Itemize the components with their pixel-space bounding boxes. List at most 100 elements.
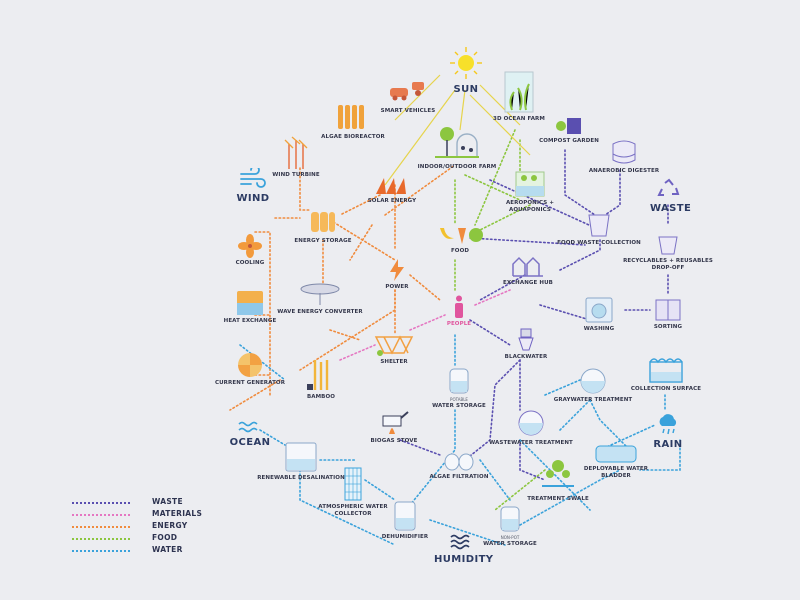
graywater-treatment-node: GRAYWATER TREATMENT (548, 367, 638, 404)
recyclables-node: RECYCLABLES + REUSABLES DROP-OFF (623, 234, 713, 271)
solar-energy-node: SOLAR ENERGY (347, 172, 437, 205)
legend-label-food: FOOD (152, 533, 178, 542)
compost-icon (556, 118, 581, 134)
ocean-label: OCEAN (229, 437, 271, 448)
sun-links (384, 74, 531, 186)
people-label: PEOPLE (446, 321, 472, 327)
cooling-node: COOLING (205, 234, 295, 267)
ocean-hub: OCEAN (228, 420, 272, 448)
algae-filtration-node: ALGAE FILTRATION (414, 452, 504, 481)
water-bladder-node: DEPLOYABLE WATER BLADDER (571, 444, 661, 479)
waste-links (399, 149, 669, 481)
water-storage-potable-label: WATER STORAGE (432, 403, 486, 409)
legend-swatch-materials (72, 514, 130, 516)
legend-swatch-waste (72, 502, 130, 504)
collection-surface-icon (649, 358, 683, 383)
wave-energy-converter-label: WAVE ENERGY CONVERTER (277, 309, 363, 315)
treatment-swale-label: TREATMENT SWALE (527, 496, 589, 502)
water-storage-nonpot-label: WATER STORAGE (483, 541, 537, 547)
filtration-icon (444, 453, 474, 471)
wind-hub: WIND (233, 168, 273, 204)
biogas-stove-label: BIOGAS STOVE (370, 438, 418, 444)
legend-swatch-water (72, 550, 130, 552)
water-links (239, 334, 681, 546)
solar-panel-icon (376, 178, 406, 194)
toilet-icon (518, 328, 534, 351)
person-icon (455, 295, 463, 318)
graywater-treatment-label: GRAYWATER TREATMENT (553, 397, 633, 403)
washing-node: WASHING (554, 296, 644, 333)
bamboo-label: BAMBOO (306, 394, 336, 400)
water-storage-potable-node: POTABLE WATER STORAGE (414, 367, 504, 410)
wave-converter-icon (300, 283, 340, 305)
blackwater-label: BLACKWATER (504, 354, 548, 360)
power-label: POWER (385, 284, 409, 290)
wind-label: WIND (236, 193, 270, 204)
washing-icon (585, 297, 613, 323)
food-waste-collection-label: FOOD WASTE COLLECTION (557, 240, 641, 246)
wastewater-tank-icon (518, 410, 544, 436)
shelter-node: SHELTER (349, 333, 439, 366)
waste-label: WASTE (650, 203, 692, 214)
sorting-node: SORTING (623, 296, 713, 331)
humidity-hub: HUMIDITY (434, 533, 493, 565)
farm-icon (435, 127, 479, 158)
stove-icon (382, 411, 409, 434)
exchange-hub-label: EXCHANGE HUB (503, 280, 553, 286)
food-waste-collection-node: FOOD WASTE COLLECTION (554, 212, 644, 247)
dehumidifier-node: DEHUMIDIFIER (360, 500, 450, 541)
heat-exchange-label: HEAT EXCHANGE (223, 318, 277, 324)
people-node: PEOPLE (414, 295, 504, 328)
food-label: FOOD (450, 248, 470, 254)
rain-hub: RAIN (651, 414, 685, 450)
heat-exchange-node: HEAT EXCHANGE (205, 290, 295, 325)
bamboo-icon (307, 360, 329, 390)
legend-label-materials: MATERIALS (152, 509, 203, 518)
legend-label-waste: WASTE (152, 497, 183, 506)
nonpot-tag: NON-POT (500, 535, 520, 540)
battery-icon (311, 212, 335, 232)
bioreactor-icon (338, 105, 364, 129)
lightning-icon (390, 259, 404, 281)
swale-icon (542, 460, 574, 487)
shelter-label: SHELTER (380, 359, 408, 365)
sun-icon (450, 47, 482, 79)
waste-hub: WASTE (650, 178, 692, 214)
vehicle-icon (390, 82, 424, 101)
rain-label: RAIN (653, 439, 683, 450)
nonpot-tank-icon (500, 506, 520, 532)
atmospheric-collector-label: ATMOSPHERIC WATER COLLECTOR (318, 504, 388, 517)
sun-hub: SUN (444, 45, 488, 95)
smart-vehicles-node: SMART VEHICLES (363, 78, 453, 115)
food-links (454, 129, 546, 511)
sorting-label: SORTING (653, 324, 683, 330)
ocean-farm-label: 3D OCEAN FARM (493, 116, 545, 122)
collection-surface-label: COLLECTION SURFACE (630, 386, 702, 392)
wind-turbine-node: WIND TURBINE (251, 136, 341, 179)
heat-exchange-icon (237, 291, 263, 315)
compost-garden-label: COMPOST GARDEN (539, 138, 599, 144)
dehumidifier-label: DEHUMIDIFIER (381, 534, 429, 540)
anaerobic-digester-label: ANAEROBIC DIGESTER (588, 168, 660, 174)
dehumidifier-icon (394, 501, 416, 531)
compost-garden-node: COMPOST GARDEN (524, 112, 614, 145)
treatment-tank-icon (580, 368, 606, 394)
food-icon (440, 228, 483, 244)
mesh-collector-icon (344, 467, 362, 501)
power-node: POWER (352, 258, 442, 291)
fan-icon (238, 234, 262, 258)
indoor-outdoor-farm-node: INDOOR/OUTDOOR FARM (412, 124, 502, 171)
smart-vehicles-label: SMART VEHICLES (380, 108, 436, 114)
algae-filtration-label: ALGAE FILTRATION (429, 474, 489, 480)
bladder-icon (595, 445, 637, 463)
aeroponics-label: AEROPONICS + AQUAPONICS (505, 200, 555, 213)
water-storage-nonpot-node: NON-POT WATER STORAGE (465, 505, 555, 548)
treatment-swale-node: TREATMENT SWALE (513, 458, 603, 503)
food-node: FOOD (415, 224, 505, 255)
bamboo-node: BAMBOO (276, 358, 366, 401)
exchange-hub-node: EXCHANGE HUB (483, 256, 573, 287)
ocean-farm-icon (504, 71, 534, 113)
legend-swatch-energy (72, 526, 130, 528)
